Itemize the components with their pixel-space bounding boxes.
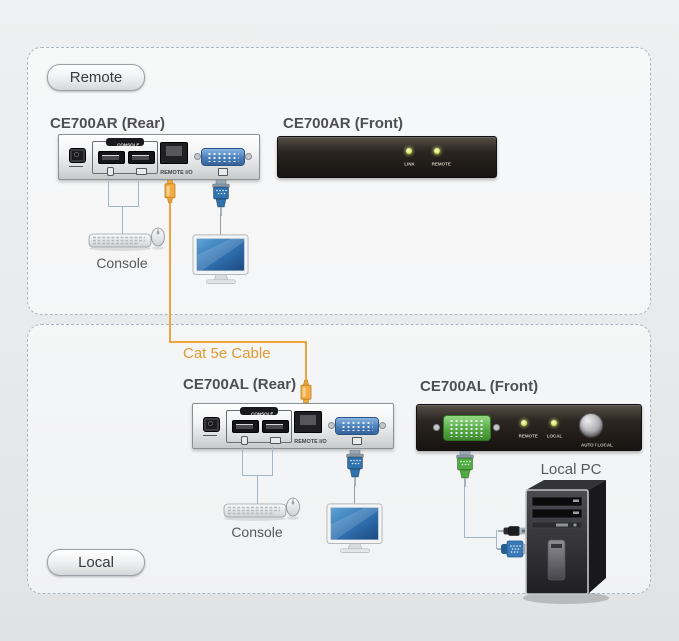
remote-led-label: REMOTE (518, 433, 538, 439)
local-led-icon (551, 420, 557, 426)
ce700al-rear-panel: CONSOLE REMOTE I/O (192, 403, 394, 449)
remote-led-icon (434, 148, 440, 154)
mouse-icon (107, 167, 114, 176)
screw-icon (433, 424, 440, 431)
ce700ar-rear-panel: CONSOLE REMOTE I/O (58, 134, 260, 180)
keyboard-icon (136, 168, 147, 175)
vga-connector-icon (343, 450, 367, 486)
ce700al-front-panel: REMOTE LOCAL AUTO / LOCAL (416, 404, 642, 451)
ce700ar-front-panel: LINK REMOTE (277, 136, 497, 178)
remote-zone-badge: Remote (47, 64, 145, 91)
power-jack-icon (203, 417, 220, 432)
pc-link-line (464, 486, 465, 538)
pc-link-line (496, 530, 497, 549)
vga-video-port (201, 148, 245, 166)
keyboard-icon (270, 437, 281, 444)
local-pc-vga-port (443, 415, 491, 441)
console-link-line (108, 178, 109, 206)
monitor-graphic (326, 502, 384, 554)
local-zone-badge: Local (47, 549, 145, 576)
remote-zone-box (27, 47, 651, 315)
ce700ar-rear-title: CE700AR (Rear) (50, 115, 166, 132)
ce700ar-front-title: CE700AR (Front) (283, 115, 404, 132)
local-led-label: LOCAL (546, 433, 563, 439)
remote-led-label: REMOTE (431, 161, 451, 167)
keyboard-mouse-graphic (88, 222, 168, 252)
cat5e-cable-segment (169, 341, 307, 343)
pc-link-line (464, 537, 497, 538)
link-led-label: LINK (403, 161, 415, 167)
console-link-line (122, 206, 123, 234)
monitor-link-line (354, 485, 355, 504)
auto-local-button (579, 413, 603, 437)
monitor-icon (218, 168, 228, 176)
console-group-tab-label: CONSOLE (251, 411, 274, 417)
keyboard-mouse-graphic (223, 492, 303, 522)
local-pc-label: Local PC (540, 461, 602, 478)
rj45-connector-icon (163, 180, 177, 206)
screw-icon (194, 153, 201, 160)
screw-icon (379, 422, 386, 429)
remote-io-port-label: REMOTE I/O (160, 169, 193, 176)
vga-connector-icon (209, 180, 233, 216)
monitor-link-line (220, 215, 221, 236)
console-group-tab: CONSOLE (240, 407, 278, 417)
power-jack-icon (69, 148, 86, 163)
pc-tower-graphic (518, 466, 618, 606)
ce700al-front-title: CE700AL (Front) (420, 378, 539, 395)
cat5e-cable-segment (305, 341, 307, 379)
monitor-graphic (192, 233, 250, 285)
screw-icon (493, 424, 500, 431)
console-link-line (272, 447, 273, 475)
remote-led-icon (521, 420, 527, 426)
usb-console-port-mouse (98, 151, 125, 164)
screw-icon (245, 153, 252, 160)
ce700al-rear-title: CE700AL (Rear) (183, 376, 297, 393)
remote-io-port (160, 142, 188, 164)
power-polarity-icon (69, 166, 83, 171)
usb-console-port-keyboard (262, 420, 289, 433)
local-zone-badge-label: Local (78, 554, 114, 571)
vga-connector-icon (453, 451, 477, 487)
console-port-group: CONSOLE (226, 407, 292, 445)
console-link-line (242, 447, 243, 475)
console-link-line (257, 475, 258, 504)
monitor-icon (352, 437, 362, 445)
local-console-label: Console (231, 524, 283, 540)
link-led-icon (406, 148, 412, 154)
usb-console-port-mouse (232, 420, 259, 433)
console-port-group: CONSOLE (92, 138, 158, 176)
screw-icon (328, 422, 335, 429)
vga-video-port (335, 417, 379, 435)
auto-local-button-label: AUTO / LOCAL (580, 442, 613, 448)
console-link-line (108, 206, 139, 207)
power-polarity-icon (203, 435, 217, 440)
cat5e-cable-label: Cat 5e Cable (183, 345, 271, 362)
rj45-connector-icon (299, 377, 313, 403)
console-group-tab-label: CONSOLE (117, 142, 140, 148)
remote-zone-badge-label: Remote (69, 69, 123, 86)
console-group-tab: CONSOLE (106, 138, 144, 148)
console-link-line (138, 178, 139, 206)
remote-io-port-label: REMOTE I/O (294, 438, 327, 445)
remote-console-label: Console (96, 255, 148, 271)
usb-console-port-keyboard (128, 151, 155, 164)
cat5e-cable-segment (169, 204, 171, 342)
mouse-icon (241, 436, 248, 445)
remote-io-port (294, 411, 322, 433)
